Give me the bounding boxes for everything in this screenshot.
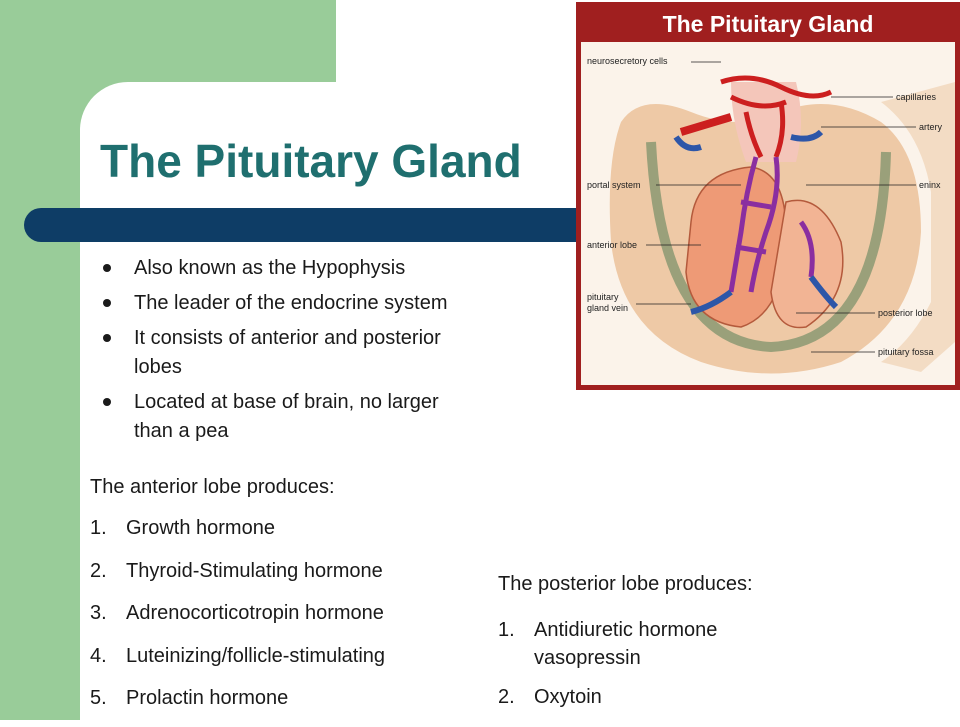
list-number: 5. [90,687,107,709]
capillary-vessel [743,111,764,159]
portal-system [728,156,815,293]
vein-network [673,129,839,315]
posterior-heading: The posterior lobe produces: [498,573,753,595]
capillary-vessel [720,75,833,99]
list-text: Prolactin hormone [126,687,289,709]
anterior-hormone-list: 1. Growth hormone 2. Thyroid-Stimulating h… [90,514,470,727]
list-item: 5. Prolactin hormone [90,684,470,713]
label-capillaries: capillaries [896,92,937,102]
bullet-item: The leader of the endocrine system [100,289,470,318]
list-number: 4. [90,644,107,667]
bullet-item: Also known as the Hypophysis [100,254,470,283]
portal-vessel [740,199,772,210]
label-pituitary-fossa: pituitary fossa [878,347,934,357]
list-text: Adrenocorticotropin hormone [126,602,384,624]
list-number: 2. [90,559,107,582]
portal-vessel [798,220,815,278]
label-posterior-lobe: posterior lobe [878,308,933,318]
bullet-text: Located at base of brain, no larger than… [134,391,439,442]
list-item: 2. Thyroid-Stimulating hormone [90,557,470,586]
sinus-vein [673,135,702,152]
list-number: 2. [498,686,515,708]
bullet-dot-icon [103,264,111,272]
list-number: 3. [90,602,107,624]
gland-vein [808,275,839,310]
bullet-text: The leader of the endocrine system [134,292,448,314]
bullet-dot-icon [103,398,111,406]
list-item: 4. Luteinizing/follicle-stimulating [90,642,470,671]
list-item: 2. Oxytoin [498,683,798,711]
bullet-text: It consists of anterior and posterior lo… [134,327,441,378]
surrounding-tissue [881,82,955,372]
gland-vein [690,289,733,315]
list-text: Oxytoin [534,686,602,708]
list-text: Growth hormone [126,517,275,539]
list-item: 1. Growth hormone [90,514,470,543]
bullet-list: Also known as the Hypophysis The leader … [100,254,470,452]
label-portal-system: portal system [587,180,641,190]
list-item: 3. Adrenocorticotropin hormone [90,599,470,628]
diagram-illustration: neurosecretory cells capillaries artery … [581,42,955,385]
diagram-title: The Pituitary Gland [662,11,874,37]
bullet-dot-icon [103,334,111,342]
slide-title: The Pituitary Gland [100,135,522,187]
label-anterior-lobe: anterior lobe [587,240,637,250]
bullet-text: Also known as the Hypophysis [134,257,406,279]
sinus-vein [790,129,824,142]
capillary-network [679,75,833,159]
label-artery: artery [919,122,943,132]
list-number: 1. [90,517,107,539]
label-meninx: eninx [919,180,941,190]
portal-vessel [728,156,759,293]
list-number: 1. [498,619,515,641]
meninx-band [646,141,891,353]
bullet-item: Located at base of brain, no larger than… [100,388,470,446]
list-text: Luteinizing/follicle-stimulating [126,644,386,667]
posterior-hormone-list: 1. Antidiuretic hormone vasopressin 2. Oxy… [498,616,798,722]
list-text: Thyroid-Stimulating hormone [126,559,383,582]
title-underline-bar [24,208,624,242]
bullet-item: It consists of anterior and posterior lo… [100,324,470,382]
pituitary-diagram: The Pituitary Gland [576,2,960,390]
list-text: Antidiuretic hormone vasopressin [534,619,718,669]
bullet-dot-icon [103,299,111,307]
anterior-heading: The anterior lobe produces: [90,476,335,498]
portal-vessel [748,156,780,293]
label-neurosecretory-cells: neurosecretory cells [587,56,668,66]
label-gland-vein: gland vein [587,303,628,313]
label-pituitary: pituitary [587,292,619,302]
capillary-vessel [773,101,786,158]
artery-vessel [679,113,733,136]
list-item: 1. Antidiuretic hormone vasopressin [498,616,798,672]
portal-vessel [735,244,767,255]
